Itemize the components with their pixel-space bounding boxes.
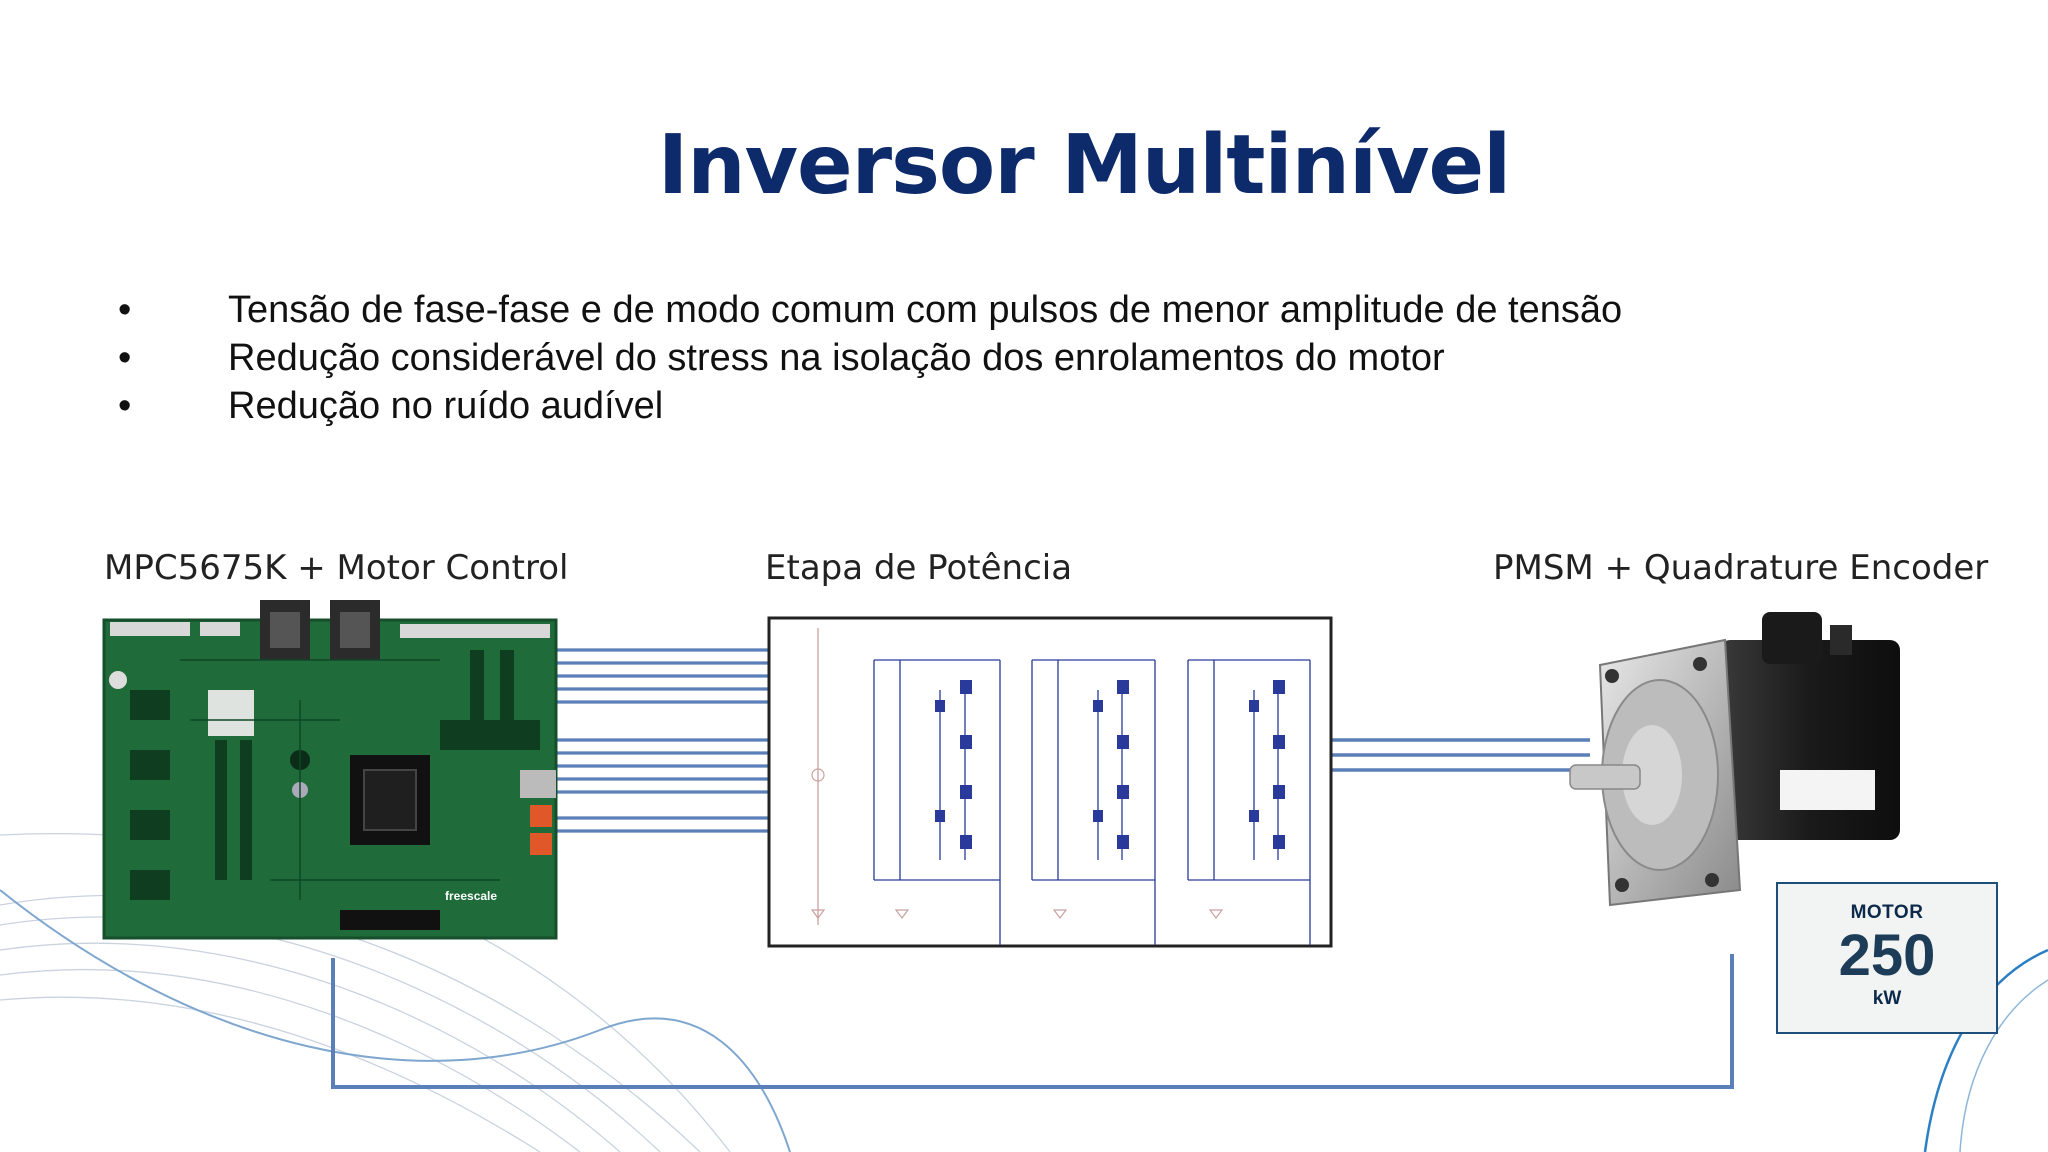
bullet-item: • Redução considerável do stress na isola…	[118, 334, 1622, 382]
power-stage-schematic	[767, 616, 1333, 948]
bullet-text: Redução considerável do stress na isolaç…	[228, 337, 1445, 379]
badge-unit: kW	[1872, 988, 1902, 1009]
power-stage-label: Etapa de Potência	[765, 548, 1073, 588]
badge-value: 250	[1838, 923, 1936, 988]
controller-to-power-wires	[556, 648, 768, 833]
controller-board: freescale	[102, 600, 558, 940]
bullet-list: • Tensão de fase-fase e de modo comum com…	[118, 286, 1622, 430]
bullet-marker: •	[118, 385, 132, 427]
badge-caption: MOTOR	[1850, 902, 1924, 923]
bullet-item: • Redução no ruído audível	[118, 382, 1622, 430]
controller-label: MPC5675K + Motor Control	[104, 548, 569, 588]
bullet-text: Tensão de fase-fase e de modo comum com …	[228, 289, 1623, 331]
motor-label: PMSM + Quadrature Encoder	[1493, 548, 1989, 588]
bullet-text: Redução no ruído audível	[228, 385, 664, 427]
motor-power-badge: MOTOR 250 kW	[1776, 882, 1998, 1034]
bullet-item: • Tensão de fase-fase e de modo comum com…	[118, 286, 1622, 334]
slide-title: Inversor Multinível	[657, 118, 1512, 213]
board-brand-text: freescale	[445, 889, 497, 903]
feedback-wire	[331, 954, 1734, 1089]
power-to-motor-wires	[1331, 738, 1590, 772]
motor-image	[1569, 612, 1900, 907]
bullet-marker: •	[118, 337, 132, 379]
bullet-marker: •	[118, 289, 132, 331]
